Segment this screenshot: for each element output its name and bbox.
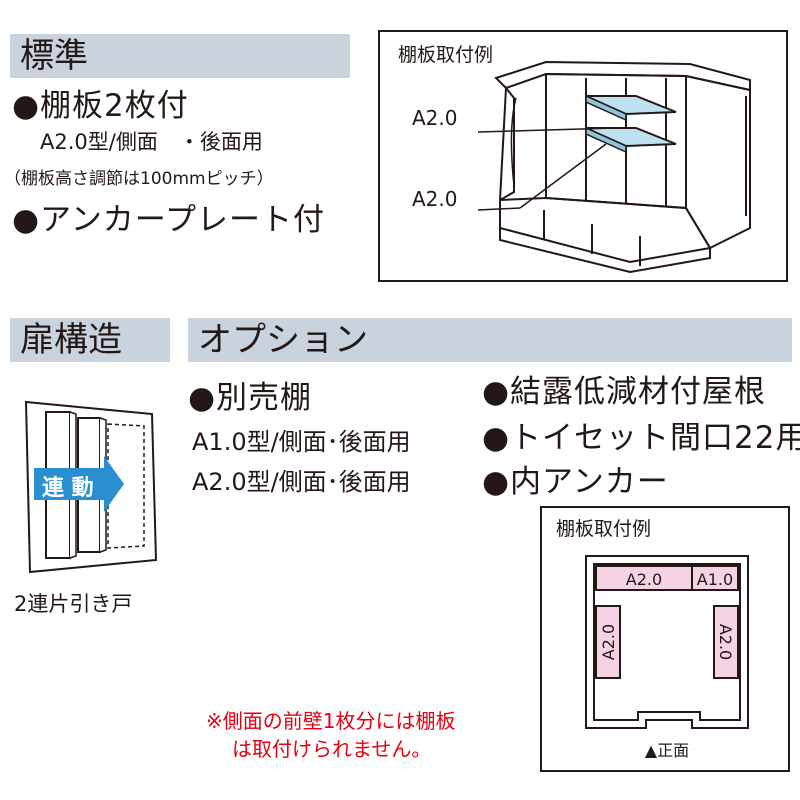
option-item-shelf-a20: A2.0型/側面･後面用 bbox=[192, 468, 411, 496]
standard-header-label: 標準 bbox=[20, 36, 88, 76]
sliding-door-diagram bbox=[24, 400, 158, 574]
shelf-left-a20-label: A2.0 bbox=[599, 624, 618, 660]
shelf-left-a20 bbox=[595, 605, 621, 679]
shelf-plan-drawing: A2.0 A1.0 A2.0 A2.0 ▲正面 bbox=[585, 555, 749, 760]
door-header: 扉構造 bbox=[10, 318, 170, 362]
shelf-back-a20-label: A2.0 bbox=[626, 570, 662, 589]
option-item-roof: ●結露低減材付屋根 bbox=[482, 374, 767, 410]
interlock-arrow-icon bbox=[34, 456, 124, 512]
standard-header: 標準 bbox=[10, 34, 350, 78]
option-header-label: オプション bbox=[198, 320, 368, 360]
shelf-example-title-top: 棚板取付例 bbox=[398, 44, 494, 66]
shelf-back-a20 bbox=[595, 565, 693, 591]
door-header-label: 扉構造 bbox=[20, 320, 122, 360]
front-direction-label: ▲正面 bbox=[645, 741, 689, 760]
standard-item-shelves: ●棚板2枚付 bbox=[12, 88, 189, 124]
option-item-shelf-a10: A1.0型/側面･後面用 bbox=[192, 428, 411, 456]
option-item-inner-anchor: ●内アンカー bbox=[482, 464, 669, 500]
shelf-back-a10-label: A1.0 bbox=[697, 570, 733, 589]
standard-item-shelves-spec: A2.0型/側面 ・後面用 bbox=[40, 130, 263, 154]
standard-item-shelves-note: （棚板高さ調節は100mmピッチ） bbox=[4, 169, 274, 189]
option-header: オプション bbox=[188, 318, 792, 362]
shelf-right-a20 bbox=[713, 605, 739, 679]
standard-item-anchor: ●アンカープレート付 bbox=[12, 202, 325, 238]
option-item-shelf: ●別売棚 bbox=[188, 380, 313, 416]
shelf-example-frame-bottom: 棚板取付例 A2.0 A1.0 A2.0 A2.0 ▲正面 bbox=[540, 506, 790, 772]
note-line-1: ※側面の前壁1枚分には棚板 bbox=[206, 709, 456, 733]
shelf-back-a10 bbox=[691, 565, 739, 591]
note-line-2: は取付けられません。 bbox=[232, 737, 432, 761]
interlock-badge: 連 動 bbox=[42, 476, 94, 501]
shelf-right-a20-label: A2.0 bbox=[716, 624, 735, 660]
shelf-example-frame-top: 棚板取付例 bbox=[378, 30, 788, 282]
shelf-example-drawing-top: A2.0 A2.0 bbox=[412, 60, 751, 274]
shelf-example-title-bottom: 棚板取付例 bbox=[556, 518, 652, 540]
door-caption: 2連片引き戸 bbox=[14, 592, 133, 616]
option-item-gutter: ●トイセット間口22用 bbox=[482, 420, 800, 456]
shelf-label-upper: A2.0 bbox=[412, 106, 458, 130]
shelf-label-lower: A2.0 bbox=[412, 187, 458, 211]
